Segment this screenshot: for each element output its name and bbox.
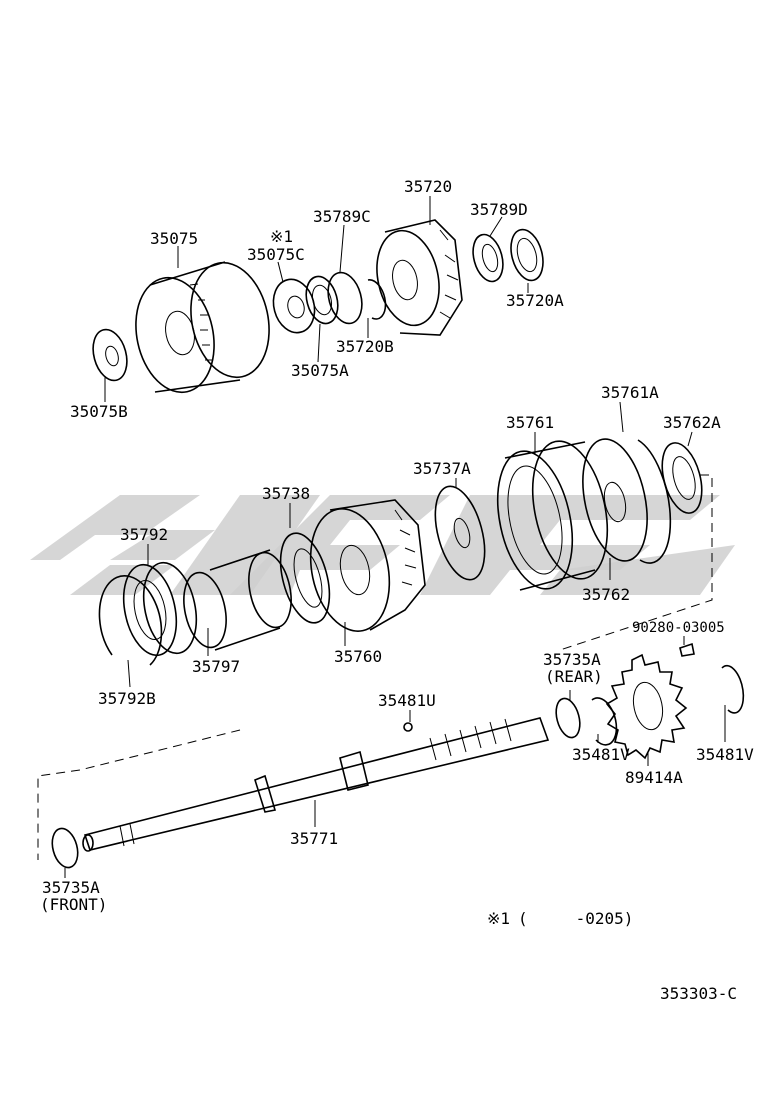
group-bracket-left [37,729,241,860]
part-90280-03005-key[interactable] [679,642,695,657]
label-35737a[interactable]: 35737A [413,459,471,478]
label-35761a[interactable]: 35761A [601,383,659,402]
label-35720[interactable]: 35720 [404,177,452,196]
part-35797-hub[interactable] [178,549,298,652]
label-35075[interactable]: 35075 [150,229,198,248]
label-35735a-front-sub: (FRONT) [40,895,107,914]
label-35075a[interactable]: 35075A [291,361,349,380]
leader-lines [64,196,726,878]
part-35075a-bearing[interactable] [301,273,342,327]
part-35735a-front-washer[interactable] [48,826,82,871]
part-35738-bearing[interactable] [272,528,338,628]
label-35760[interactable]: 35760 [334,647,382,666]
part-35762-flange[interactable] [573,433,657,567]
part-35075b-washer[interactable] [88,326,132,385]
part-35760-gear[interactable] [300,499,426,639]
part-35720-planetary[interactable] [369,219,463,336]
label-35075b[interactable]: 35075B [70,402,128,421]
part-35792-one-way-clutch[interactable] [116,558,204,660]
label-35797[interactable]: 35797 [192,657,240,676]
figure-code: 353303-C [660,984,737,1003]
label-89414a[interactable]: 89414A [625,768,683,787]
part-35771-shaft[interactable] [82,717,550,852]
label-35762a[interactable]: 35762A [663,413,721,432]
part-35792b-snap-ring[interactable] [98,575,163,666]
part-35481v-snap-ring-b[interactable] [721,664,745,714]
label-35738[interactable]: 35738 [262,484,310,503]
label-35075c-note: ※1 [270,227,293,246]
label-35792b[interactable]: 35792B [98,689,156,708]
label-35735a-rear[interactable]: 35735A [543,650,601,669]
label-35771[interactable]: 35771 [290,829,338,848]
part-35735a-rear-washer[interactable] [552,696,584,740]
label-35792[interactable]: 35792 [120,525,168,544]
label-35481v-a[interactable]: 35481V [572,745,630,764]
label-90280-03005[interactable]: 90280-03005 [632,620,725,636]
label-35481v-b[interactable]: 35481V [696,745,754,764]
part-35481u-ball[interactable] [403,722,413,732]
label-35481u[interactable]: 35481U [378,691,436,710]
part-35789c-race[interactable] [323,269,367,328]
part-35481v-snap-ring-a[interactable] [591,697,618,746]
label-35789c[interactable]: 35789C [313,207,371,226]
part-35075-clutch-drum[interactable] [126,255,279,399]
label-35075c[interactable]: 35075C [247,245,305,264]
part-35761a-snap-ring[interactable] [637,439,672,564]
part-35789d-race[interactable] [468,231,507,285]
label-35735a-front[interactable]: 35735A [42,878,100,897]
label-35720a[interactable]: 35720A [506,291,564,310]
part-89414a-sensor-rotor[interactable] [605,653,688,760]
part-35761-ring-gear[interactable] [486,434,619,595]
footnote-mark: ※1 [487,909,510,928]
part-35720a-bearing[interactable] [506,226,548,284]
label-35735a-rear-sub: (REAR) [545,667,603,686]
label-35789d[interactable]: 35789D [470,200,528,219]
footnote-range: ( -0205) [518,909,633,928]
part-35762a-bearing[interactable] [655,439,708,518]
part-35737a-washer[interactable] [426,481,493,585]
label-35762[interactable]: 35762 [582,585,630,604]
part-35075c-washer[interactable] [268,275,321,338]
group-bracket-right [559,474,713,651]
label-35720b[interactable]: 35720B [336,337,394,356]
label-35761[interactable]: 35761 [506,413,554,432]
